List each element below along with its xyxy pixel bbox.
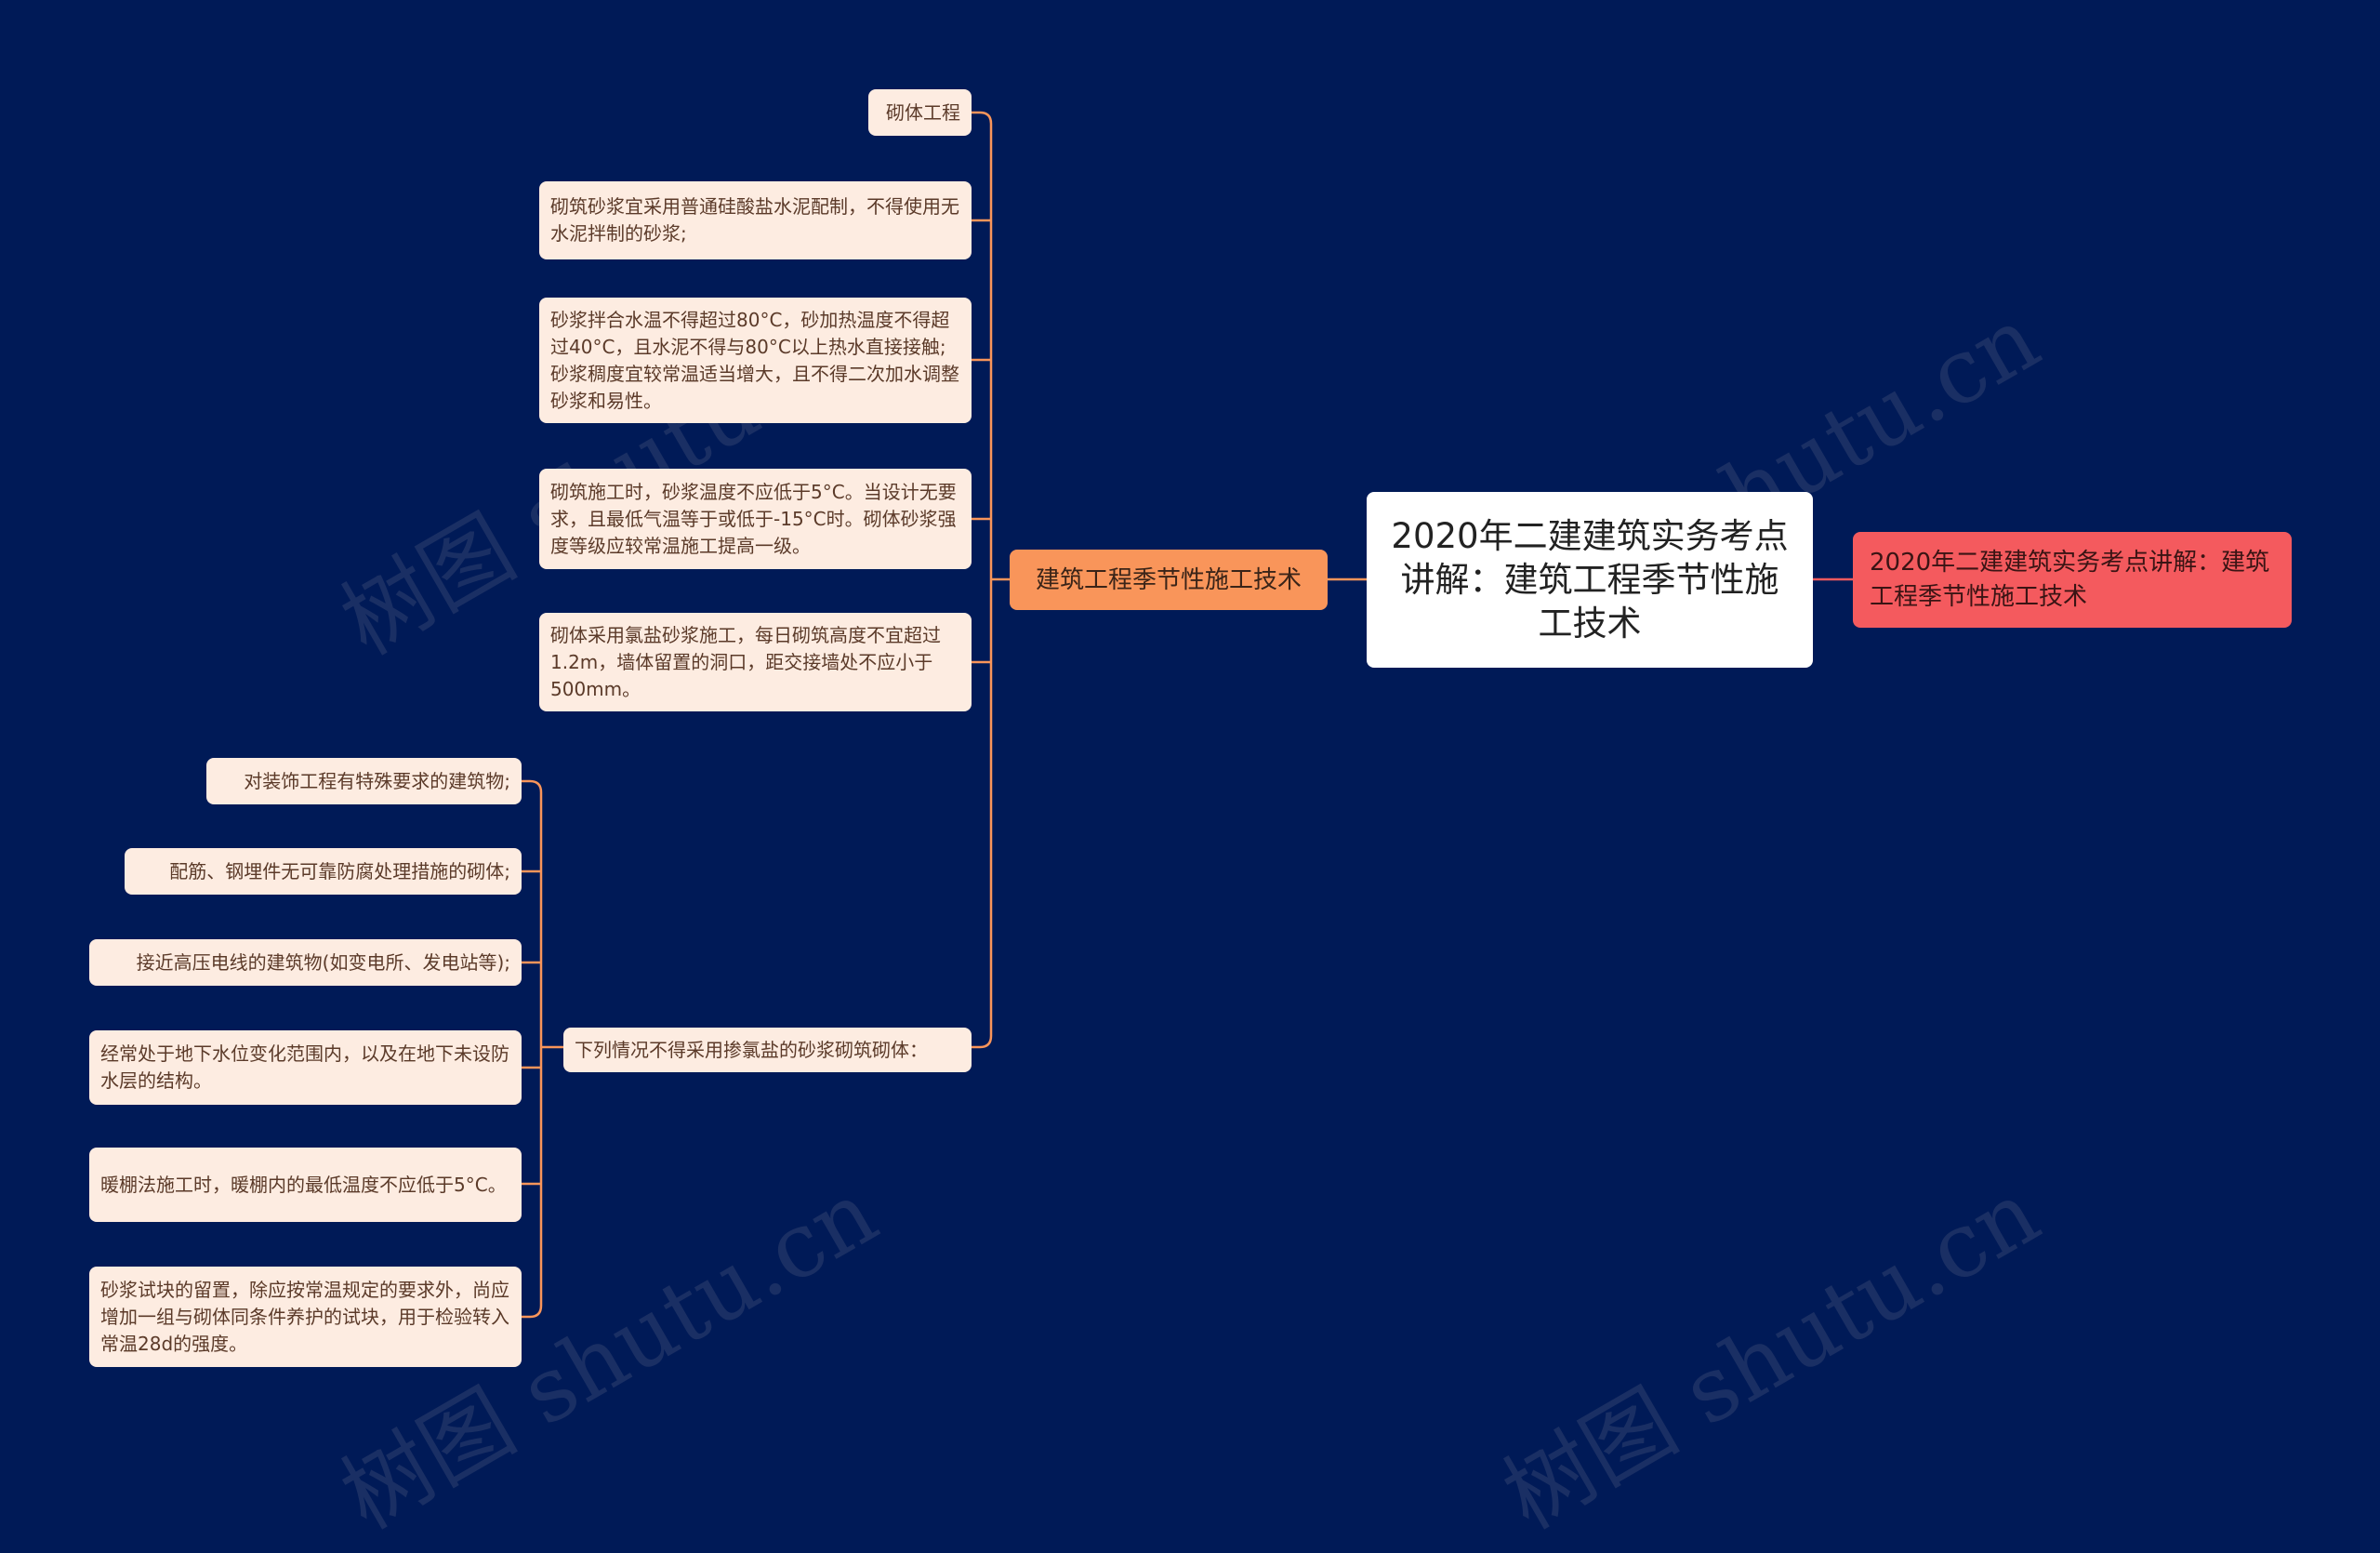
detail-label: 对装饰工程有特殊要求的建筑物; <box>244 769 510 792</box>
detail-label: 砂浆试块的留置，除应按常温规定的要求外，尚应增加一组与砌体同条件养护的试块，用于… <box>100 1278 509 1355</box>
subtopic-label: 砌筑砂浆宜采用普通硅酸盐水泥配制，不得使用无水泥拌制的砂浆; <box>550 195 959 245</box>
subtopic-label: 砌体采用氯盐砂浆施工，每日砌筑高度不宜超过1.2m，墙体留置的洞口，距交接墙处不… <box>550 623 941 700</box>
detail-node[interactable]: 暖棚法施工时，暖棚内的最低温度不应低于5°C。 <box>89 1148 522 1222</box>
subtopic-label: 砌筑施工时，砂浆温度不应低于5°C。当设计无要求，且最低气温等于或低于-15°C… <box>550 480 957 557</box>
subtopic-node[interactable]: 砌体工程 <box>868 89 972 136</box>
subtopic-label: 砂浆拌合水温不得超过80°C，砂加热温度不得超过40°C，且水泥不得与80°C以… <box>550 308 959 412</box>
detail-node[interactable]: 对装饰工程有特殊要求的建筑物; <box>206 758 522 804</box>
connector-trunk <box>979 111 993 1049</box>
detail-node[interactable]: 接近高压电线的建筑物(如变电所、发电站等); <box>89 939 522 986</box>
detail-label: 配筋、钢埋件无可靠防腐处理措施的砌体; <box>169 859 510 883</box>
detail-node[interactable]: 经常处于地下水位变化范围内，以及在地下未设防水层的结构。 <box>89 1030 522 1105</box>
subtopic-node[interactable]: 下列情况不得采用掺氯盐的砂浆砌筑砌体： <box>563 1028 972 1072</box>
watermark: 树图 shutu.cn <box>1487 1160 2056 1549</box>
subtopic-node[interactable]: 砌筑砂浆宜采用普通硅酸盐水泥配制，不得使用无水泥拌制的砂浆; <box>539 181 972 259</box>
root-topic[interactable]: 2020年二建建筑实务考点讲解：建筑工程季节性施工技术 <box>1367 492 1813 668</box>
detail-label: 暖棚法施工时，暖棚内的最低温度不应低于5°C。 <box>100 1173 507 1196</box>
subtopic-node[interactable]: 砂浆拌合水温不得超过80°C，砂加热温度不得超过40°C，且水泥不得与80°C以… <box>539 298 972 423</box>
branch-topic[interactable]: 建筑工程季节性施工技术 <box>1010 550 1328 610</box>
connector-sub-trunk <box>529 779 543 1319</box>
detail-node[interactable]: 配筋、钢埋件无可靠防腐处理措施的砌体; <box>125 848 522 895</box>
branch-topic-label: 建筑工程季节性施工技术 <box>1035 565 1302 594</box>
detail-label: 接近高压电线的建筑物(如变电所、发电站等); <box>136 950 510 974</box>
floating-topic[interactable]: 2020年二建建筑实务考点讲解：建筑工程季节性施工技术 <box>1853 532 2292 628</box>
detail-label: 经常处于地下水位变化范围内，以及在地下未设防水层的结构。 <box>100 1042 509 1092</box>
detail-node[interactable]: 砂浆试块的留置，除应按常温规定的要求外，尚应增加一组与砌体同条件养护的试块，用于… <box>89 1267 522 1367</box>
subtopic-node[interactable]: 砌筑施工时，砂浆温度不应低于5°C。当设计无要求，且最低气温等于或低于-15°C… <box>539 469 972 569</box>
root-topic-label: 2020年二建建筑实务考点讲解：建筑工程季节性施工技术 <box>1391 516 1789 644</box>
subtopic-label: 砌体工程 <box>886 100 960 124</box>
subtopic-node[interactable]: 砌体采用氯盐砂浆施工，每日砌筑高度不宜超过1.2m，墙体留置的洞口，距交接墙处不… <box>539 613 972 711</box>
connector-lines <box>522 111 1853 1319</box>
floating-topic-label: 2020年二建建筑实务考点讲解：建筑工程季节性施工技术 <box>1870 548 2270 611</box>
subtopic-label: 下列情况不得采用掺氯盐的砂浆砌筑砌体： <box>575 1038 928 1061</box>
